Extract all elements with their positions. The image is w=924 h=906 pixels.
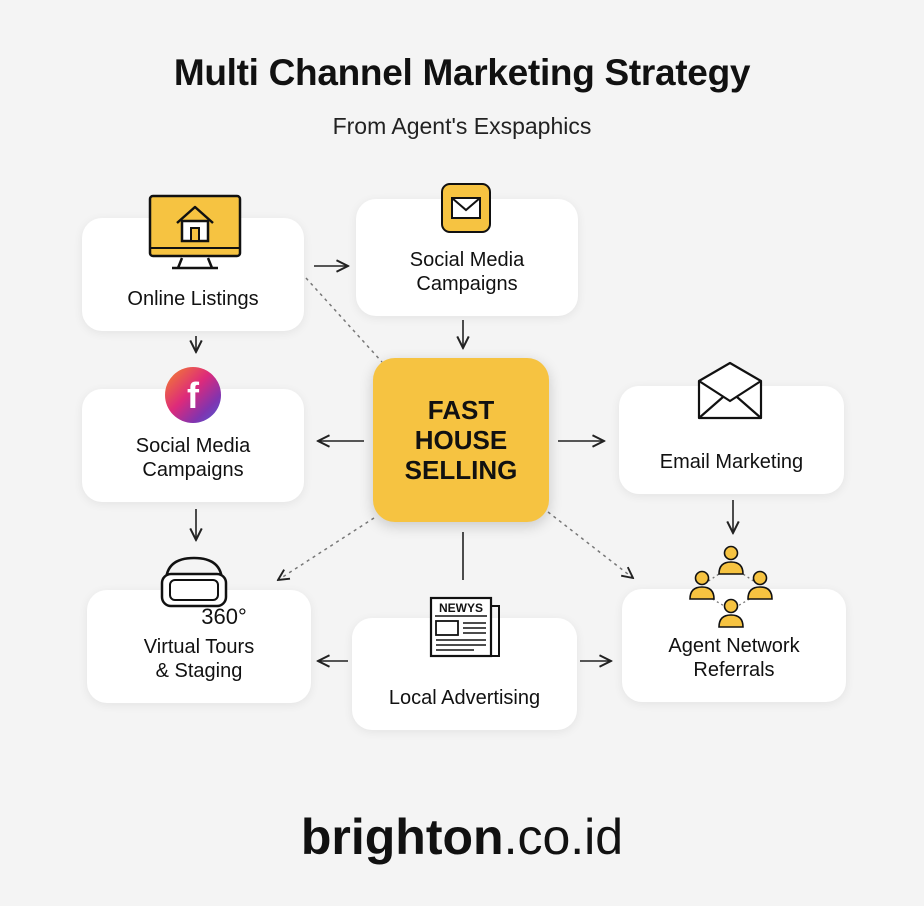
envelope-outline-icon [697, 361, 763, 420]
node-label-line1: Social Media [135, 435, 251, 457]
node-label-line2: & Staging [155, 660, 243, 682]
node-label-line1: Virtual Tours [143, 636, 255, 658]
center-line2: HOUSE [414, 425, 508, 455]
brand-name: brighton [300, 809, 504, 865]
vr-360-text: 360° [201, 604, 247, 628]
node-label-line1: Agent Network [668, 635, 800, 657]
node-label: Local Advertising [388, 687, 541, 709]
node-label-line2: Campaigns [142, 459, 244, 481]
vr-headset-icon: 360° [160, 556, 247, 628]
node-local-advertising: Local Advertising [352, 618, 577, 730]
people-network-icon [689, 545, 773, 628]
envelope-icon [441, 183, 491, 233]
node-label-line1: Social Media [409, 249, 525, 271]
dotted-listings-to-center [305, 277, 383, 363]
facebook-glyph: f [187, 375, 200, 416]
newspaper-icon: NEWYS [429, 596, 500, 658]
diagram-subtitle: From Agent's Exspaphics [332, 113, 592, 139]
center-line1: FAST [427, 395, 495, 425]
node-label-line2: Referrals [693, 659, 775, 681]
center-line3: SELLING [404, 455, 518, 485]
node-label: Online Listings [127, 288, 259, 310]
node-label-line2: Campaigns [416, 273, 518, 295]
brand-domain: .co.id [503, 809, 624, 865]
node-social-media-left: Social Media Campaigns [82, 389, 304, 502]
newspaper-masthead: NEWYS [439, 601, 483, 615]
facebook-icon: f [165, 367, 221, 423]
node-virtual-tours: Virtual Tours & Staging [87, 590, 311, 703]
center-node-fast-house-selling: FAST HOUSE SELLING [373, 358, 549, 522]
node-label: Email Marketing [659, 451, 804, 473]
diagram-title: Multi Channel Marketing Strategy [173, 52, 751, 93]
house-monitor-icon [148, 194, 242, 270]
dotted-center-to-virtual [278, 517, 375, 580]
dotted-center-to-agent [547, 511, 633, 578]
brand-footer: brighton.co.id [0, 808, 924, 866]
